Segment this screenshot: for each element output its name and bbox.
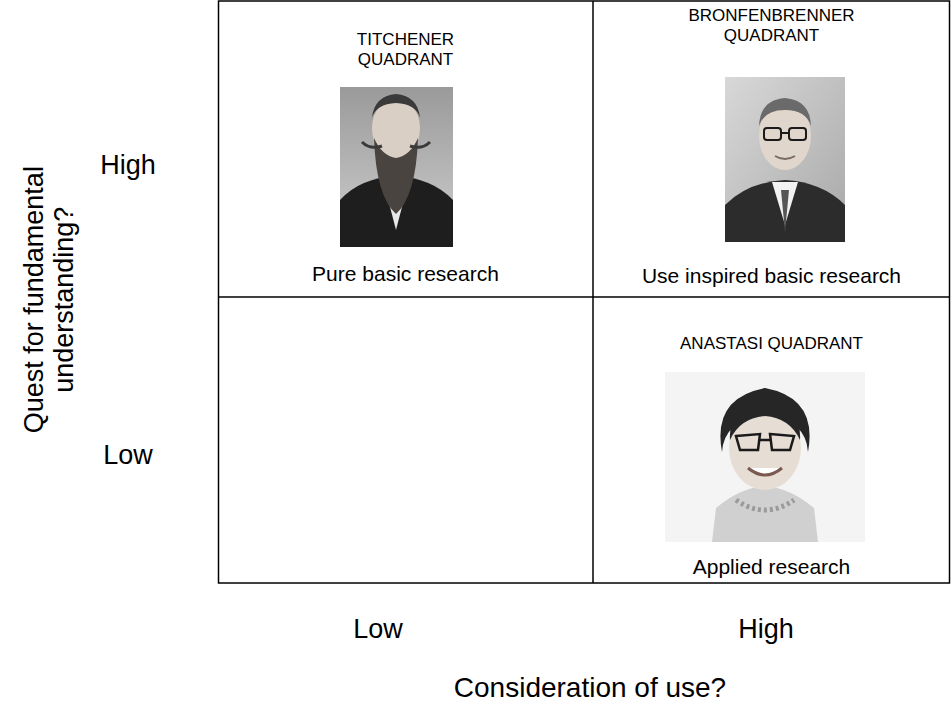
quadrant-name: TITCHENER QUADRANT xyxy=(331,30,481,69)
axis-level: High xyxy=(88,151,168,181)
quadrant-cell: BRONFENBRENNER QUADRANT Use inspired basi… xyxy=(594,2,949,296)
quadrant-cell: ANASTASI QUADRANT Applied research xyxy=(594,298,949,582)
axis-level: Low xyxy=(88,441,168,471)
portrait-photo xyxy=(665,372,865,542)
grid-divider xyxy=(592,1,594,583)
axis-title: Consideration of use? xyxy=(400,673,780,704)
research-type: Pure basic research xyxy=(312,262,499,285)
axis-level: Low xyxy=(338,615,418,645)
grid-divider xyxy=(219,296,950,298)
quadrant-grid xyxy=(219,1,950,583)
quadrant-cell: TITCHENER QUADRANT Pure basic research xyxy=(219,2,592,296)
quadrant-name: ANASTASI QUADRANT xyxy=(680,334,863,354)
portrait-photo xyxy=(340,87,453,247)
research-type: Applied research xyxy=(693,555,851,578)
grid-frame xyxy=(219,1,950,583)
axis-level: High xyxy=(726,615,806,645)
research-type: Use inspired basic research xyxy=(642,264,901,287)
axis-title: Quest for fundamental understanding? xyxy=(20,135,79,465)
quadrant-name: BRONFENBRENNER QUADRANT xyxy=(672,6,872,45)
portrait-photo xyxy=(725,77,845,242)
